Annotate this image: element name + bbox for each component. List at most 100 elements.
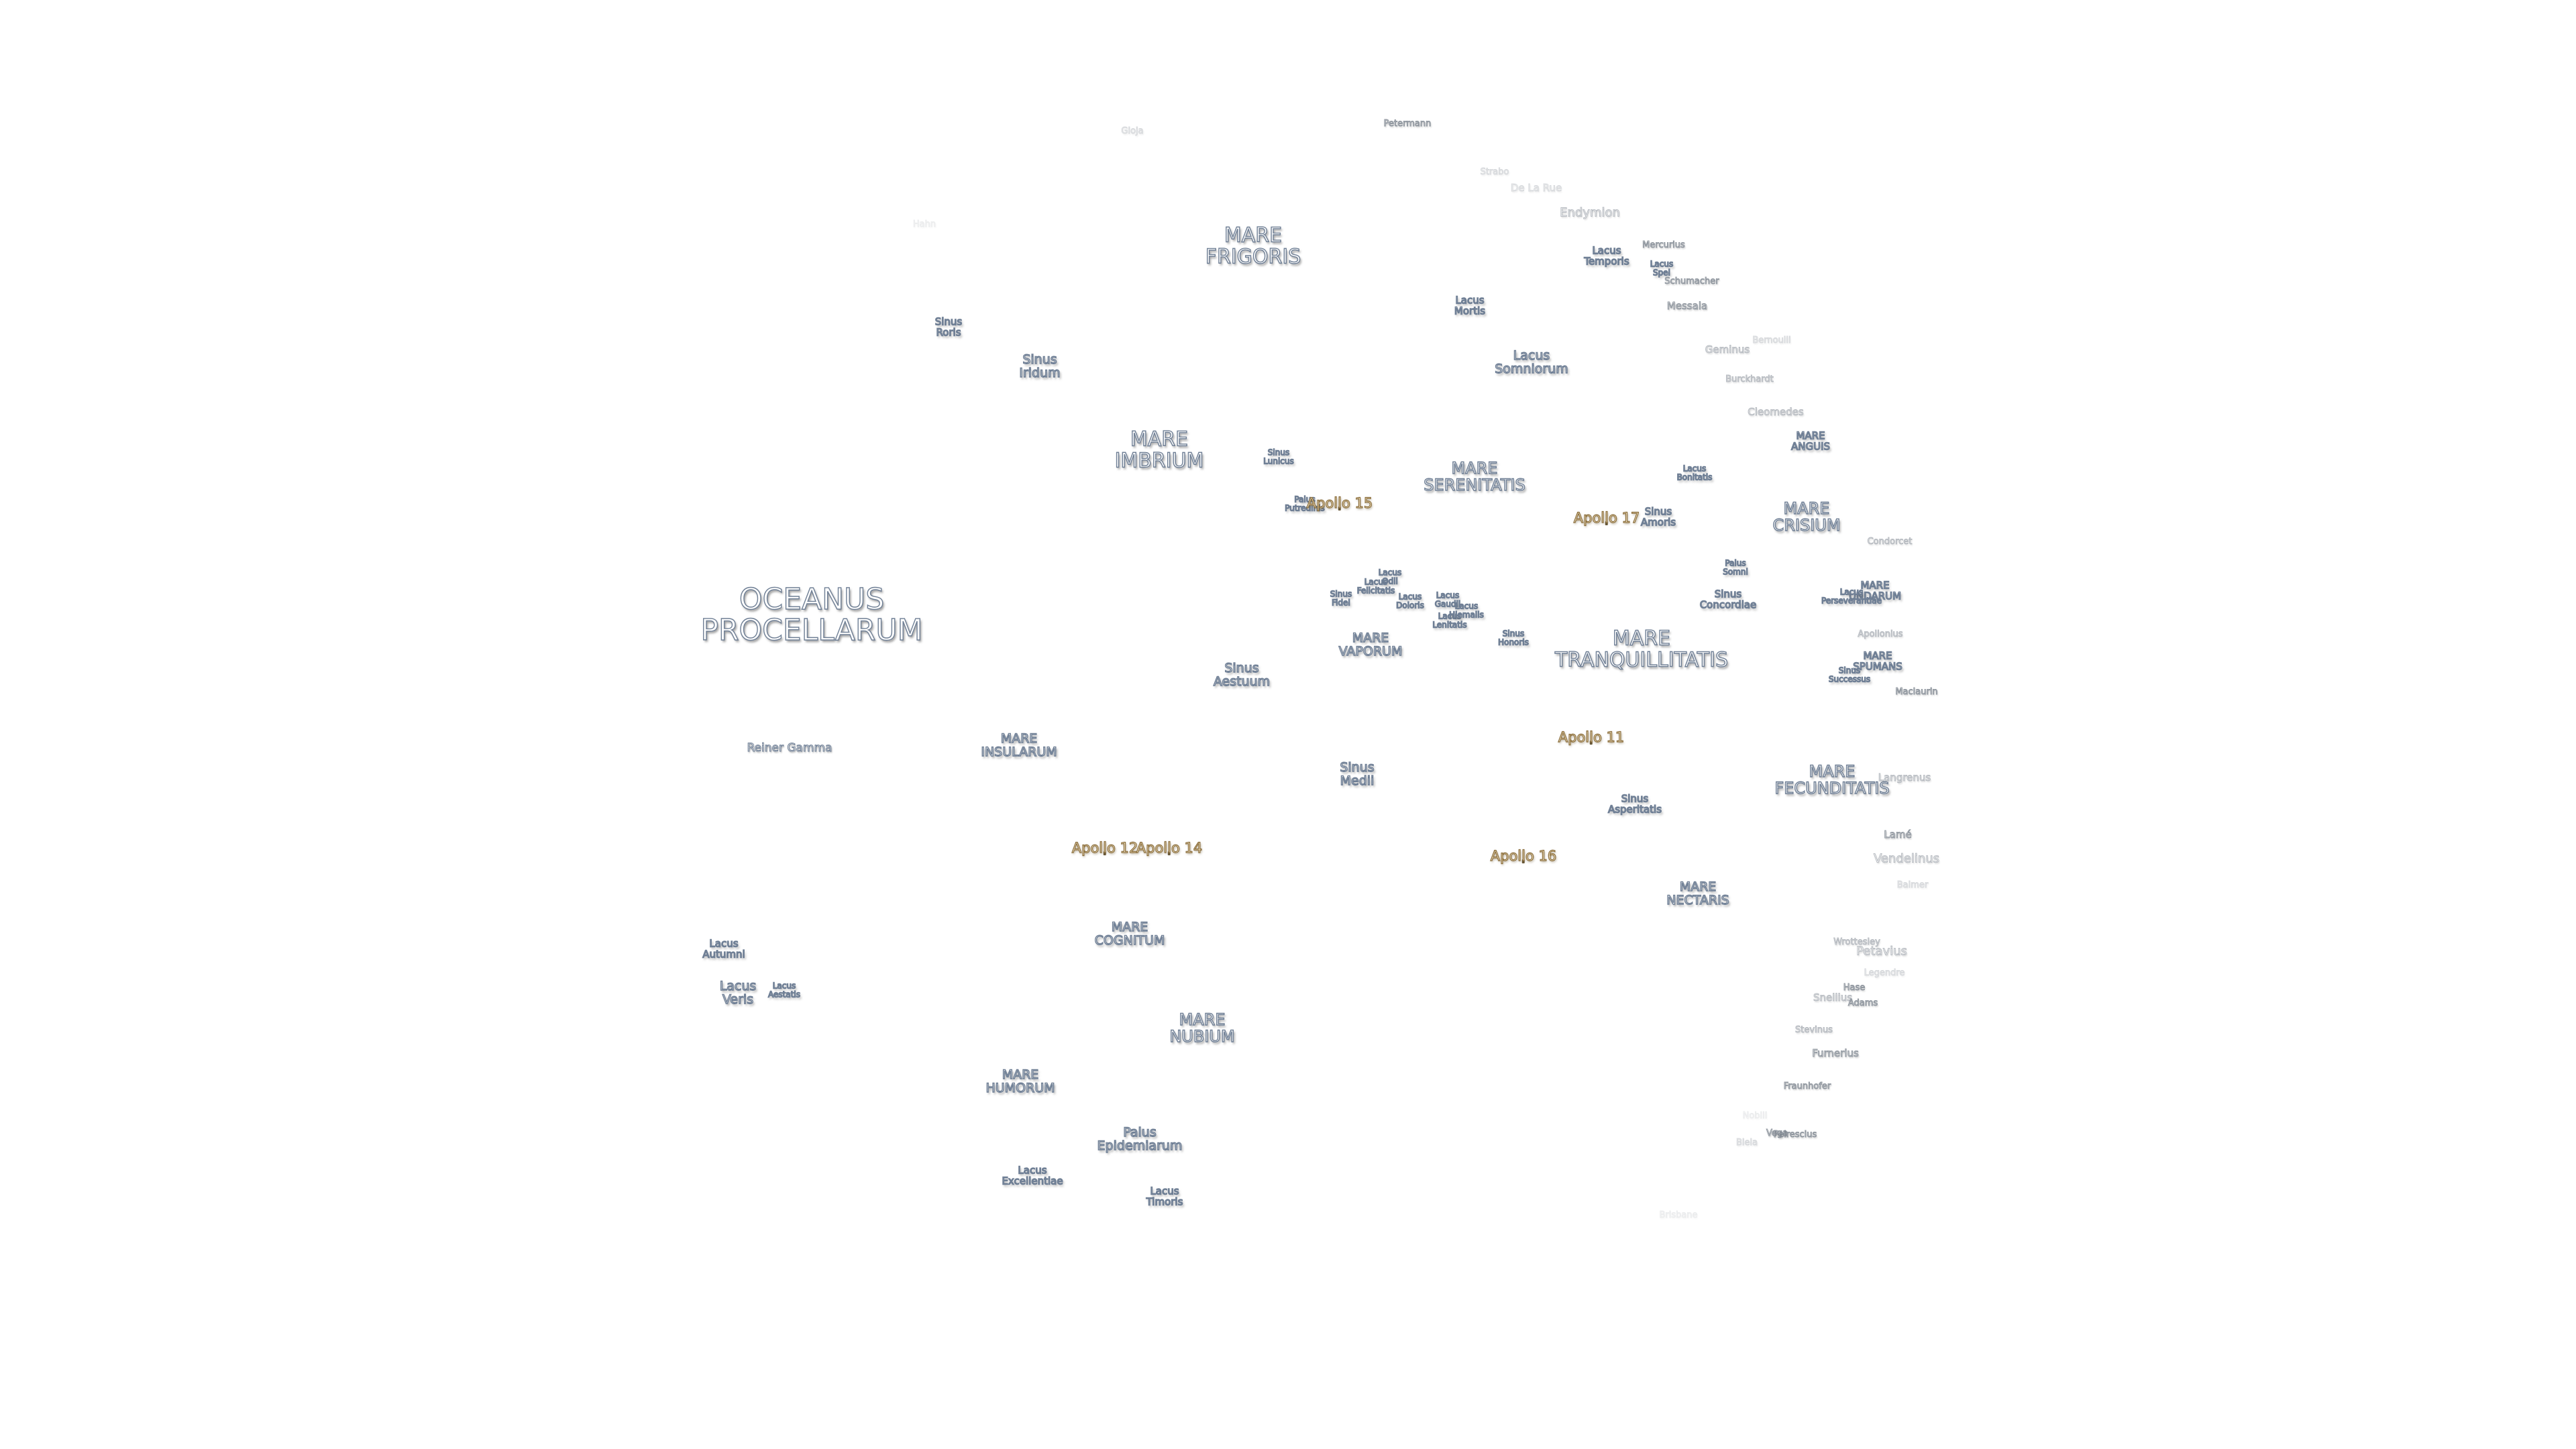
apollo-17-label: Apollo 17 bbox=[1573, 509, 1640, 526]
crater-stevinus: Stevinus bbox=[1795, 1025, 1833, 1036]
crater-condorcet: Condorcet bbox=[1867, 537, 1913, 547]
label-mare-serenitatis: MARE SERENITATIS bbox=[1424, 458, 1526, 494]
crater-petermann: Petermann bbox=[1383, 119, 1432, 129]
label-mare-insularum: MARE INSULARUM bbox=[981, 731, 1058, 759]
label-sinus-asperitatis: Sinus Asperitatis bbox=[1607, 792, 1662, 815]
label-lacus-lenitatis: Lacus Lenitatis bbox=[1432, 611, 1468, 629]
label-lacus-aestatis: Lacus Aestatis bbox=[767, 981, 800, 999]
label-mare-tranquillitatis: MARE TRANQUILLITATIS bbox=[1554, 627, 1729, 672]
apollo-16-site: Apollo 16 bbox=[1490, 847, 1557, 864]
label-mare-spumans: MARE SPUMANS bbox=[1853, 649, 1903, 672]
crater-schumacher: Schumacher bbox=[1664, 276, 1719, 287]
apollo-16-label: Apollo 16 bbox=[1490, 847, 1557, 864]
apollo-11-label: Apollo 11 bbox=[1558, 729, 1625, 745]
crater-bernoulli: Bernoulli bbox=[1752, 335, 1791, 346]
landing-marker-icon bbox=[1168, 851, 1171, 856]
label-sinus-iridum: Sinus Iridum bbox=[1019, 352, 1061, 380]
crater-petavius: Petavius bbox=[1856, 944, 1908, 959]
label-lacus-bonitatis: Lacus Bonitatis bbox=[1676, 464, 1713, 482]
crater-mercurius: Mercurius bbox=[1642, 240, 1686, 251]
crater-fraunhofer: Fraunhofer bbox=[1783, 1081, 1831, 1092]
crater-biela: Biela bbox=[1735, 1138, 1758, 1148]
landing-marker-icon bbox=[1338, 506, 1341, 511]
crater-maclaurin: Maclaurin bbox=[1895, 687, 1938, 698]
label-sinus-aestuum: Sinus Aestuum bbox=[1213, 661, 1271, 689]
crater-vega: Vega bbox=[1766, 1128, 1788, 1139]
landing-marker-icon bbox=[1104, 851, 1106, 856]
crater-wrottesley: Wrottesley bbox=[1833, 937, 1881, 948]
crater-endymion: Endymion bbox=[1560, 205, 1621, 220]
landing-marker-icon bbox=[1605, 521, 1608, 526]
label-mare-nectaris: MARE NECTARIS bbox=[1666, 879, 1730, 908]
crater-geminus: Geminus bbox=[1705, 343, 1750, 356]
apollo-12-label: Apollo 12 bbox=[1071, 839, 1138, 856]
label-mare-vaporum: MARE VAPORUM bbox=[1338, 631, 1403, 659]
apollo-11-site: Apollo 11 bbox=[1558, 729, 1625, 745]
label-mare-frigoris: MARE FRIGORIS bbox=[1205, 223, 1301, 268]
label-lacus-somniorum: Lacus Somniorum bbox=[1495, 348, 1569, 376]
landing-marker-icon bbox=[1522, 859, 1525, 864]
apollo-15-label: Apollo 15 bbox=[1306, 494, 1373, 511]
apollo-17-site: Apollo 17 bbox=[1573, 509, 1640, 526]
label-oceanus-procellarum: OCEANUS PROCELLARUM bbox=[700, 582, 924, 647]
label-palus-putredinis: Palus Putredinis bbox=[1285, 494, 1326, 513]
crater-langrenus: Langrenus bbox=[1878, 771, 1931, 784]
crater-nobili: Nobili bbox=[1742, 1111, 1768, 1122]
label-sinus-amoris: Sinus Amoris bbox=[1640, 505, 1676, 528]
label-mare-cognitum: MARE COGNITUM bbox=[1094, 920, 1165, 948]
label-reiner-gamma: Reiner Gamma bbox=[747, 741, 833, 755]
label-sinus-successus: Sinus Successus bbox=[1828, 665, 1871, 684]
crater-brisbane: Brisbane bbox=[1659, 1210, 1698, 1221]
crater-messala: Messala bbox=[1666, 300, 1708, 313]
label-mare-imbrium: MARE IMBRIUM bbox=[1114, 427, 1204, 472]
crater-hase: Hase bbox=[1843, 983, 1866, 994]
label-lacus-hiemalis: Lacus Hiemalis bbox=[1448, 601, 1484, 619]
label-lacus-spei: Lacus Spei bbox=[1650, 259, 1674, 277]
apollo-15-site: Apollo 15 bbox=[1306, 494, 1373, 511]
apollo-12-site: Apollo 12 bbox=[1071, 839, 1138, 856]
label-lacus-timoris: Lacus Timoris bbox=[1146, 1185, 1183, 1208]
label-sinus-medii: Sinus Medii bbox=[1340, 760, 1375, 788]
crater-gioja: Gioja bbox=[1121, 126, 1144, 137]
crater-apollonius: Apollonius bbox=[1858, 629, 1903, 640]
apollo-14-site: Apollo 14 bbox=[1136, 839, 1203, 856]
crater-legendre: Legendre bbox=[1864, 968, 1905, 979]
label-mare-nubium: MARE NUBIUM bbox=[1169, 1010, 1236, 1046]
label-lacus-odii: Lacus Odii bbox=[1378, 568, 1402, 586]
label-lacus-temporis: Lacus Temporis bbox=[1584, 244, 1630, 267]
crater-furnerius: Furnerius bbox=[1812, 1047, 1860, 1060]
crater-cleomedes: Cleomedes bbox=[1748, 406, 1804, 419]
label-mare-crisium: MARE CRISIUM bbox=[1772, 498, 1841, 535]
apollo-14-label: Apollo 14 bbox=[1136, 839, 1203, 856]
crater-snellius: Snellius bbox=[1813, 991, 1853, 1004]
label-lacus-gaudii: Lacus Gaudii bbox=[1434, 590, 1461, 608]
label-lacus-veris: Lacus Veris bbox=[719, 979, 757, 1007]
crater-peirescius: Peirescius bbox=[1773, 1130, 1817, 1140]
label-lacus-autumni: Lacus Autumni bbox=[702, 937, 746, 960]
label-sinus-concordiae: Sinus Concordiae bbox=[1699, 588, 1757, 610]
label-lacus-excellentiae: Lacus Excellentiae bbox=[1002, 1164, 1064, 1187]
label-palus-epidemiarum: Palus Epidemiarum bbox=[1097, 1125, 1183, 1153]
crater-hahn: Hahn bbox=[912, 219, 936, 230]
crater-lame: Lamé bbox=[1884, 828, 1912, 841]
crater-de-la-rue: De La Rue bbox=[1510, 182, 1562, 195]
label-lacus-mortis: Lacus Mortis bbox=[1454, 294, 1486, 317]
label-sinus-roris: Sinus Roris bbox=[934, 315, 963, 338]
label-mare-undarum: MARE UNDARUM bbox=[1848, 579, 1902, 602]
label-lacus-felicitatis: Lacus Felicitatis bbox=[1356, 577, 1395, 595]
label-palus-somni: Palus Somni bbox=[1723, 558, 1749, 576]
landing-marker-icon bbox=[1590, 741, 1593, 745]
crater-strabo: Strabo bbox=[1480, 167, 1509, 178]
label-sinus-lunicus: Sinus Lunicus bbox=[1263, 447, 1295, 466]
crater-vendelinus: Vendelinus bbox=[1873, 851, 1940, 866]
label-sinus-honoris: Sinus Honoris bbox=[1497, 629, 1529, 647]
label-mare-fecunditatis: MARE FECUNDITATIS bbox=[1774, 761, 1890, 798]
crater-burckhardt: Burckhardt bbox=[1725, 374, 1774, 385]
label-mare-anguis: MARE ANGUIS bbox=[1790, 429, 1831, 452]
label-mare-humorum: MARE HUMORUM bbox=[985, 1067, 1055, 1095]
label-lacus-perseverantiae: Lacus Perseverantiae bbox=[1821, 587, 1882, 605]
crater-balmer: Balmer bbox=[1896, 880, 1929, 891]
crater-adams: Adams bbox=[1847, 998, 1878, 1009]
label-lacus-doloris: Lacus Doloris bbox=[1395, 592, 1424, 610]
